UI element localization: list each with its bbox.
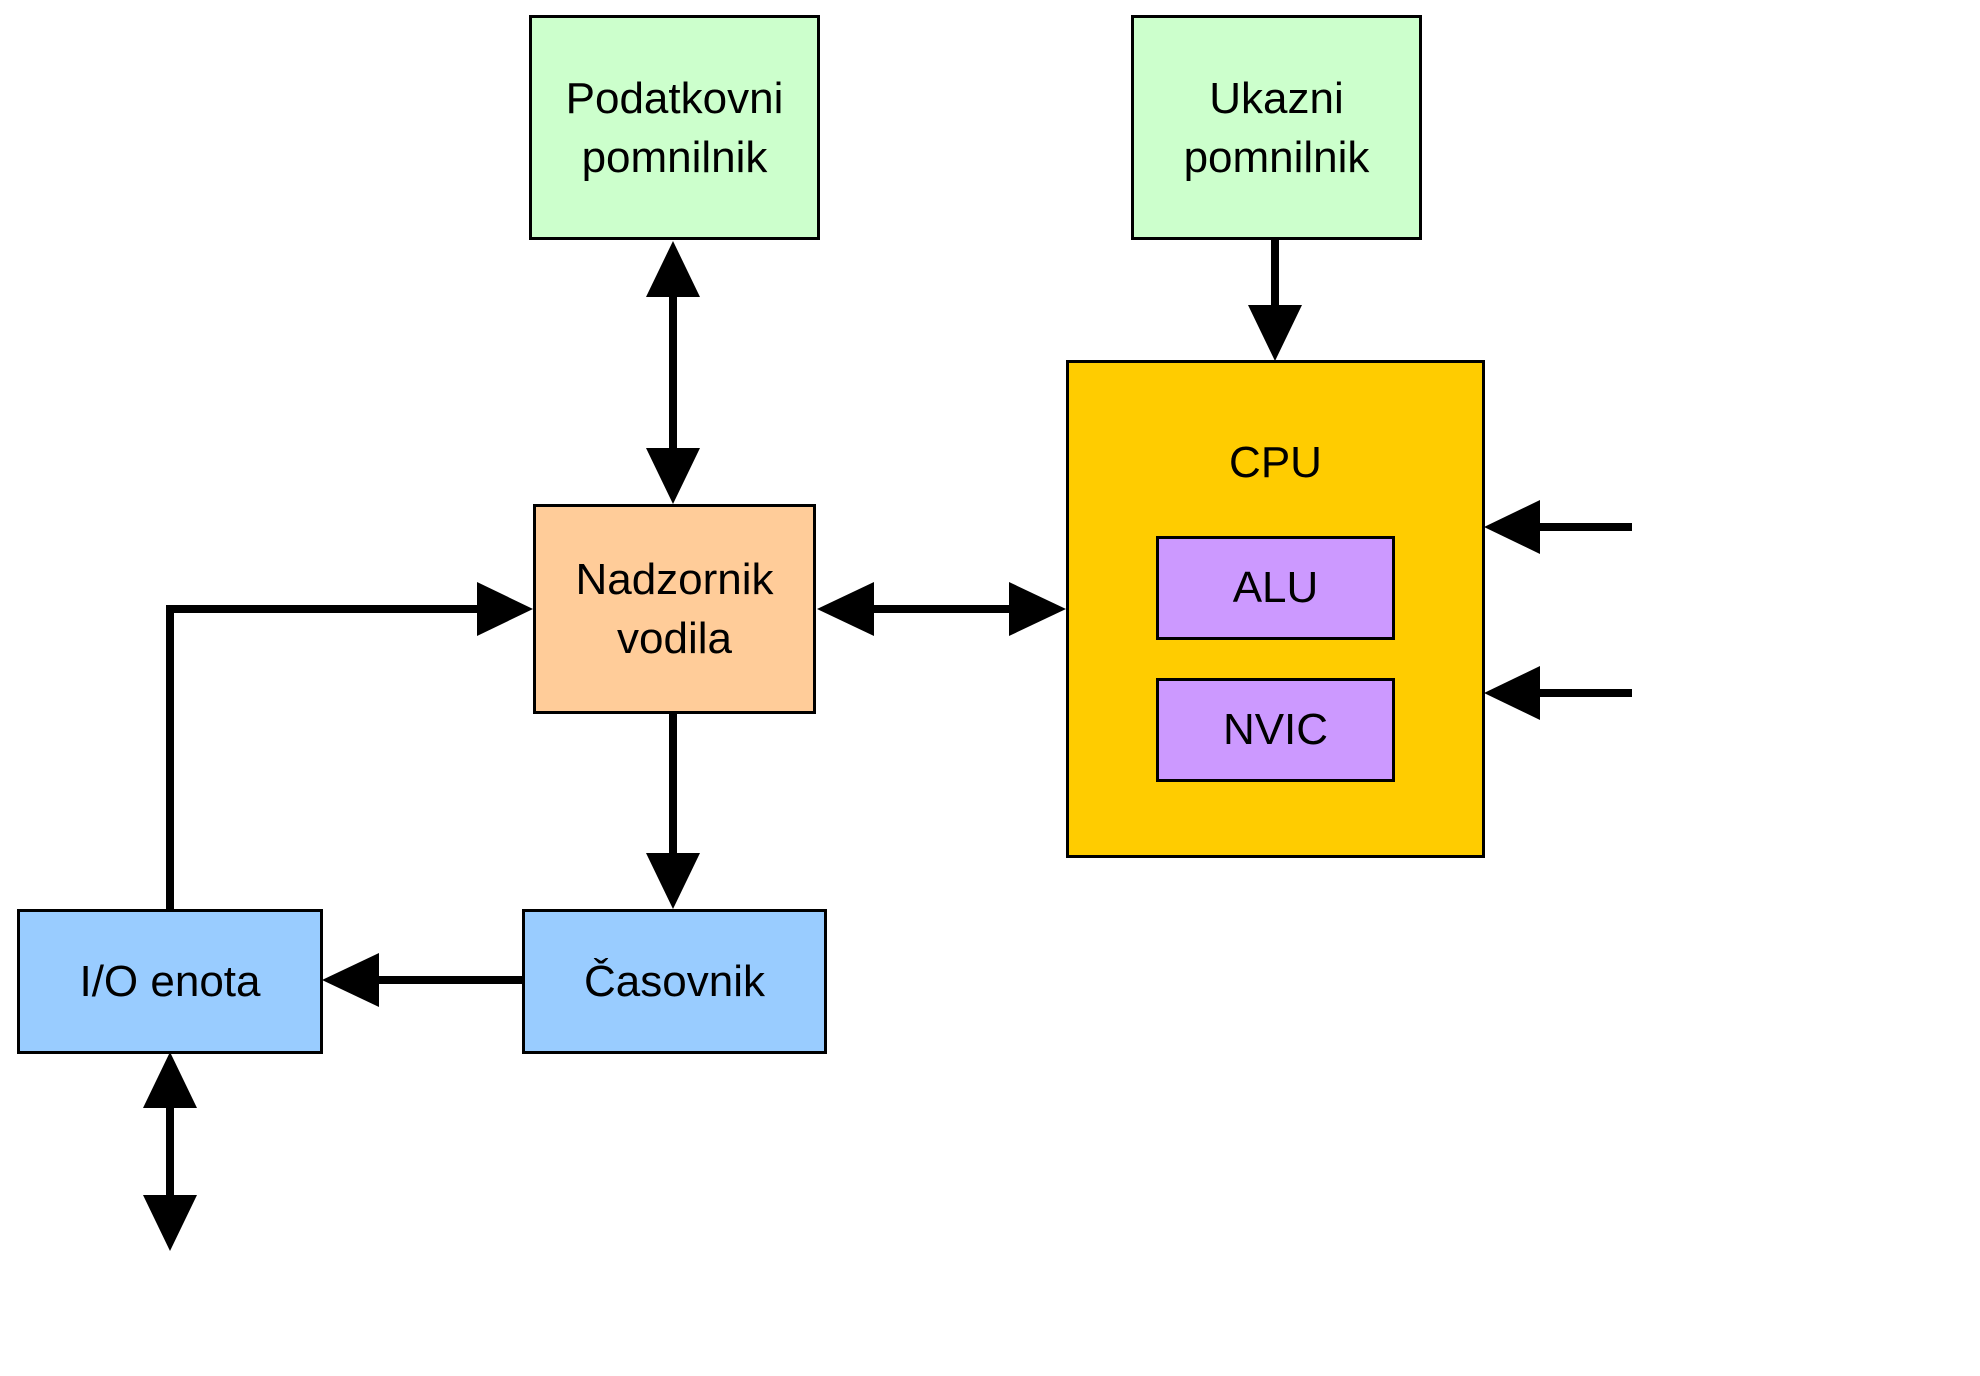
arrowhead-right-bus-controller bbox=[477, 582, 533, 636]
bus-controller-label-line2: vodila bbox=[617, 614, 732, 663]
nvic-block: NVIC bbox=[1156, 678, 1395, 782]
arrowhead-right-cpu bbox=[1009, 582, 1066, 636]
data-memory-label-line1: Podatkovni bbox=[565, 73, 784, 123]
data-memory-block: Podatkovni pomnilnik bbox=[529, 15, 820, 240]
arrowhead-up-data-memory bbox=[646, 241, 700, 297]
instruction-memory-block: Ukazni pomnilnik bbox=[1131, 15, 1422, 240]
timer-label: Časovnik bbox=[584, 957, 765, 1006]
timer-block: Časovnik bbox=[522, 909, 827, 1054]
data-memory-label-line2: pomnilnik bbox=[581, 132, 768, 182]
bus-controller-block: Nadzornik vodila bbox=[533, 504, 816, 714]
nvic-label: NVIC bbox=[1222, 705, 1329, 754]
arrowhead-left-bus-controller bbox=[817, 582, 874, 636]
arrowhead-left-cpu-2 bbox=[1484, 666, 1540, 720]
alu-label: ALU bbox=[1232, 563, 1319, 612]
instruction-memory-label-line2: pomnilnik bbox=[1183, 132, 1370, 182]
io-unit-label: I/O enota bbox=[79, 957, 261, 1006]
bus-controller-label-line1: Nadzornik bbox=[575, 555, 774, 604]
arrowhead-down-external bbox=[143, 1195, 197, 1251]
cpu-label: CPU bbox=[1229, 438, 1322, 487]
link-io-unit-bus-controller bbox=[166, 605, 482, 910]
arrowhead-down-cpu bbox=[1248, 305, 1302, 361]
arrowhead-left-cpu-1 bbox=[1484, 500, 1540, 554]
io-unit-block: I/O enota bbox=[17, 909, 323, 1054]
arrowhead-down-bus-controller bbox=[646, 448, 700, 504]
alu-block: ALU bbox=[1156, 536, 1395, 640]
instruction-memory-label-line1: Ukazni bbox=[1209, 73, 1344, 123]
arrowhead-left-io-unit bbox=[322, 953, 379, 1007]
arrowhead-down-timer bbox=[646, 853, 700, 909]
arrowhead-up-io-unit bbox=[143, 1052, 197, 1108]
